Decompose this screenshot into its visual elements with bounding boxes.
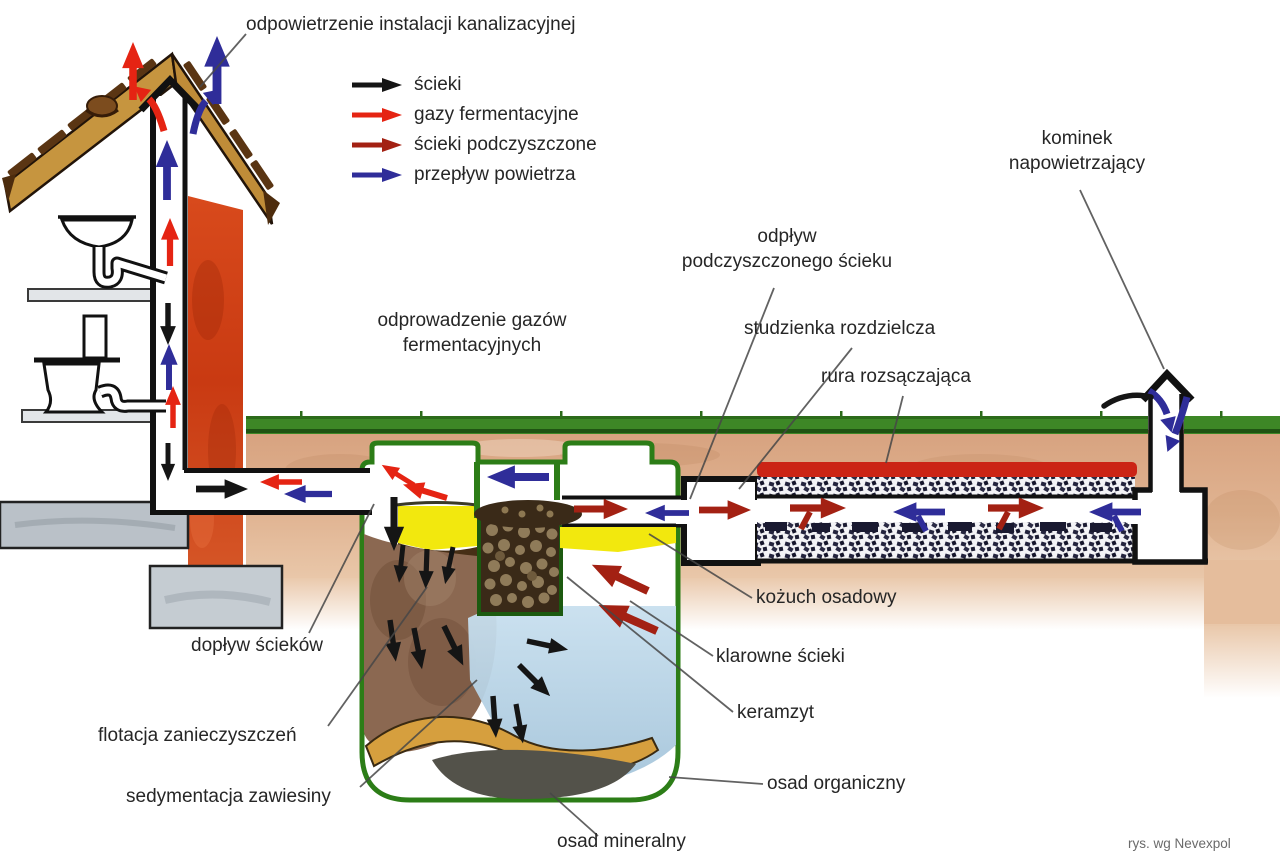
gravel-top (757, 477, 1135, 497)
legend-label: gazy fermentacyjne (414, 103, 579, 125)
legend-item-fermentation-gas: gazy fermentacyjne (352, 104, 597, 125)
label-keramzyt: keramzyt (737, 702, 815, 723)
distribution-well (681, 476, 761, 566)
label-kominek: kominek napowietrzający (1008, 128, 1146, 174)
legend-item-airflow: przepływ powietrza (352, 164, 597, 185)
toilet (34, 314, 120, 414)
label-odprowadzenie-gazow: odprowadzenie gazów fermentacyjnych (377, 310, 567, 356)
label-klarowne: klarowne ścieki (716, 646, 845, 667)
house-cross-section (0, 51, 284, 630)
distribution-pipe (757, 462, 1137, 477)
label-rura: rura rozsączająca (821, 366, 971, 387)
keramzyt-filter (477, 516, 563, 616)
drain-field (676, 368, 1208, 566)
legend-label: przepływ powietrza (414, 163, 576, 185)
credit-text: rys. wg Nevexpol (1128, 836, 1231, 851)
legend: ścieki gazy fermentacyjne ścieki podczys… (352, 74, 597, 185)
label-studzienka: studzienka rozdzielcza (744, 318, 936, 339)
legend-label: ścieki (414, 73, 462, 95)
legend-label: ścieki podczyszczone (414, 133, 597, 155)
gas-arrow-icon (352, 107, 402, 122)
legend-item-sewage: ścieki (352, 74, 597, 95)
label-sedymentacja: sedymentacja zawiesiny (126, 786, 331, 807)
floating-sludge (364, 534, 497, 752)
label-odplyw: odpływ podczyszczonego ścieku (681, 226, 893, 272)
label-flotacja: flotacja zanieczyszczeń (98, 725, 297, 746)
label-vent-installation: odpowietrzenie instalacji kanalizacyjnej (246, 14, 576, 35)
sewage-arrow-icon (352, 77, 402, 92)
pretreated-arrow-icon (352, 137, 402, 152)
flow-arrows (122, 36, 1191, 745)
label-doplyw: dopływ ścieków (191, 635, 323, 656)
legend-item-pretreated-sewage: ścieki podczyszczone (352, 134, 597, 155)
septic-tank (359, 440, 686, 803)
mineral-sediment (432, 749, 636, 799)
scum-layer-right (560, 527, 676, 552)
washbasin (58, 215, 136, 249)
label-osad-mineralny: osad mineralny (557, 831, 686, 852)
roof (2, 51, 280, 225)
grass (246, 411, 1280, 434)
label-kozuch: kożuch osadowy (756, 587, 897, 608)
airflow-arrow-icon (352, 167, 402, 182)
scum-layer-left (398, 506, 477, 550)
label-osad-organiczny: osad organiczny (767, 773, 906, 794)
leader-lines (199, 33, 1165, 837)
